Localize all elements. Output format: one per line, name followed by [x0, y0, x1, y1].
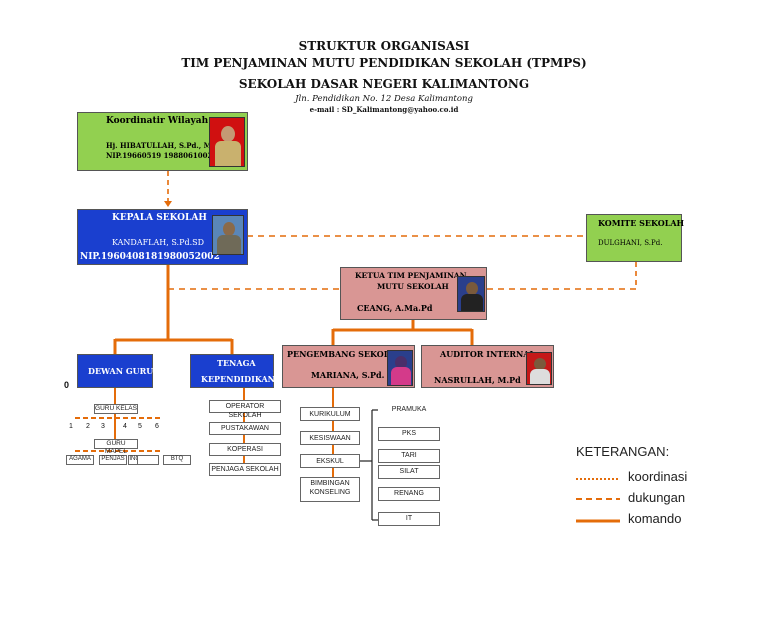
- mapel-item: AGAMA: [66, 455, 94, 465]
- class-number: 4: [123, 423, 127, 430]
- koordinator-nip: NIP.19660519 1988061002: [106, 151, 213, 160]
- tenaga-item: KOPERASI: [209, 443, 281, 456]
- header-email: e-mail : SD_Kalimantong@yahoo.co.id: [309, 105, 459, 114]
- kepala-title: KEPALA SEKOLAH: [112, 213, 207, 223]
- kepala-name: KANDAFLAH, S.Pd.SD: [112, 238, 205, 247]
- dewan-guru-title: DEWAN GURU: [88, 366, 154, 376]
- koordinator-photo: [209, 117, 245, 167]
- komite-name: DULGHANI, S.Pd.: [598, 239, 663, 247]
- koordinator-title: Koordinatir Wilayah: [106, 116, 209, 126]
- koordinator-name: Hj. HIBATULLAH, S.Pd., M.Pd.: [106, 141, 227, 150]
- mapel-item: [137, 455, 159, 465]
- tenaga-title-line2: KEPENDIDIKAN: [201, 374, 275, 384]
- class-number: 1: [69, 423, 73, 430]
- auditor-photo: [526, 352, 552, 385]
- ekskul-item: PKS: [378, 427, 440, 441]
- legend-label-komando: komando: [628, 511, 682, 526]
- auditor-title: AUDITOR INTERNAL: [440, 349, 536, 359]
- ketua-name: CEANG, A.Ma.Pd: [357, 303, 433, 313]
- ekskul-item: PRAMUKA: [378, 405, 440, 418]
- dewan-guru-box: DEWAN GURU: [77, 354, 153, 388]
- auditor-name: NASRULLAH, M.Pd: [434, 375, 521, 385]
- pengembang-name: MARIANA, S.Pd.: [311, 370, 385, 380]
- komite-box: KOMITE SEKOLAH DULGHANI, S.Pd.: [586, 214, 685, 262]
- header-line2: TIM PENJAMINAN MUTU PENDIDIKAN SEKOLAH (…: [181, 56, 587, 70]
- tenaga-box: TENAGA KEPENDIDIKAN: [190, 354, 275, 388]
- zero-label: 0: [64, 380, 70, 390]
- guru-mapel-box: GURU MAPEL: [94, 439, 138, 455]
- header-line1: STRUKTUR ORGANISASI: [298, 39, 470, 53]
- tenaga-item: OPERATOR SEKOLAH: [209, 400, 281, 419]
- guru-kelas-box: GURU KELAS: [94, 404, 138, 414]
- legend-label-dukungan: dukungan: [628, 490, 686, 505]
- ekskul-item: RENANG: [378, 487, 440, 501]
- legend-title: KETERANGAN:: [576, 444, 670, 459]
- pengembang-photo: [387, 350, 413, 386]
- header-line3: SEKOLAH DASAR NEGERI KALIMANTONG: [238, 77, 530, 91]
- ekskul-item: IT: [378, 512, 440, 526]
- mapel-item: BTQ: [163, 455, 191, 465]
- tenaga-item: PUSTAKAWAN: [209, 422, 281, 435]
- tenaga-title-line1: TENAGA: [217, 358, 256, 368]
- class-number: 6: [155, 423, 159, 430]
- ekskul-item: SILAT: [378, 465, 440, 479]
- ekskul-item: TARI: [378, 449, 440, 463]
- ketua-title-line1: KETUA TIM PENJAMINAN: [355, 271, 467, 280]
- komite-title: KOMITE SEKOLAH: [598, 218, 685, 228]
- header-address: Jln. Pendidikan No. 12 Desa Kalimantong: [295, 94, 473, 104]
- kepala-photo: [212, 215, 244, 255]
- legend-label-koordinasi: koordinasi: [628, 469, 688, 484]
- ketua-title-line2: MUTU SEKOLAH: [377, 282, 449, 291]
- class-number: 3: [101, 423, 105, 430]
- pengembang-item: KESISWAAN: [300, 431, 360, 445]
- class-number: 2: [86, 423, 90, 430]
- pengembang-item: BIMBINGAN KONSELING: [300, 477, 360, 502]
- pengembang-box: PENGEMBANG SEKOLAH MARIANA, S.Pd.: [282, 345, 415, 388]
- auditor-box: AUDITOR INTERNAL NASRULLAH, M.Pd: [421, 345, 554, 388]
- pengembang-item: EKSKUL: [300, 454, 360, 468]
- ketua-box: KETUA TIM PENJAMINAN MUTU SEKOLAH CEANG,…: [340, 267, 487, 320]
- class-number: 5: [138, 423, 142, 430]
- kepala-nip: NIP.1960408181980052002: [80, 252, 220, 262]
- ketua-photo: [457, 276, 485, 312]
- koordinator-box: Koordinatir Wilayah Hj. HIBATULLAH, S.Pd…: [77, 112, 248, 171]
- tenaga-item: PENJAGA SEKOLAH: [209, 463, 281, 476]
- arrow-kepala: [164, 201, 172, 207]
- kepala-box: KEPALA SEKOLAH KANDAFLAH, S.Pd.SD NIP.19…: [77, 209, 248, 265]
- mapel-item: PENJAS: [99, 455, 127, 465]
- pengembang-title: PENGEMBANG SEKOLAH: [287, 349, 404, 359]
- pengembang-item: KURIKULUM: [300, 407, 360, 421]
